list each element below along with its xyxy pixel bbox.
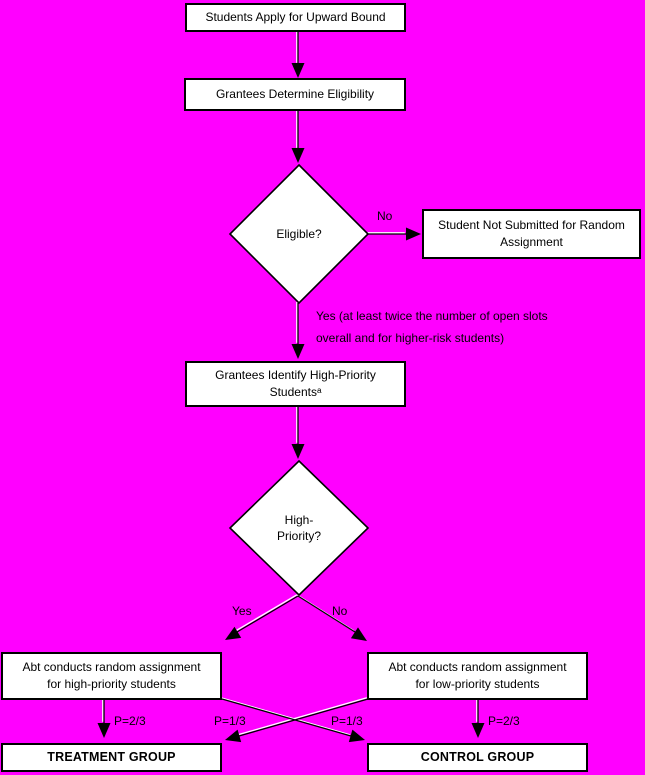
edge-label-p-low-to-control: P=2/3: [488, 714, 520, 728]
connector-highpriority-yes: [236, 595, 299, 633]
edge-label-p-high-to-treatment: P=2/3: [114, 714, 146, 728]
node-abt-high-priority: Abt conducts random assignment for high-…: [1, 652, 222, 700]
node-treatment-group-label: TREATMENT GROUP: [47, 750, 176, 764]
node-abt-high-priority-line2: for high-priority students: [47, 677, 176, 691]
node-identify-high-priority: Grantees Identify High-Priority Students…: [185, 361, 406, 407]
arrowhead: [291, 148, 305, 163]
node-treatment-group: TREATMENT GROUP: [1, 743, 222, 772]
arrowhead: [406, 227, 421, 241]
node-not-submitted-line2: Assignment: [500, 235, 563, 249]
decision-high-priority-line2: Priority?: [276, 529, 321, 543]
edge-label-eligible-no: No: [377, 209, 393, 223]
node-abt-low-priority-line1: Abt conducts random assignment: [388, 660, 567, 674]
arrowhead: [348, 729, 365, 743]
decision-eligible-shape: [228, 163, 370, 305]
node-students-apply: Students Apply for Upward Bound: [185, 3, 406, 32]
node-not-submitted: Student Not Submitted for Random Assignm…: [422, 209, 641, 259]
node-identify-high-priority-line1: Grantees Identify High-Priority: [215, 368, 376, 382]
edge-label-high-priority-yes: Yes: [232, 604, 252, 618]
node-control-group-label: CONTROL GROUP: [420, 750, 535, 764]
node-identify-high-priority-line2: Studentsᵃ: [269, 385, 322, 399]
arrowhead: [291, 63, 305, 78]
edge-label-eligible-yes-line1: Yes (at least twice the number of open s…: [316, 309, 548, 323]
edge-label-p-high-to-control: P=1/3: [331, 714, 363, 728]
arrowhead: [225, 626, 242, 640]
arrowhead: [291, 344, 305, 359]
node-control-group: CONTROL GROUP: [367, 743, 588, 772]
arrowhead: [471, 723, 485, 738]
connector-highpriority-no: [297, 595, 356, 633]
edge-label-high-priority-no: No: [332, 604, 348, 618]
arrowhead: [225, 729, 242, 743]
edge-label-p-low-to-treatment: P=1/3: [214, 714, 246, 728]
decision-high-priority-shape: [228, 459, 370, 597]
node-students-apply-label: Students Apply for Upward Bound: [205, 10, 386, 24]
edge-label-eligible-yes-line2: overall and for higher-risk students): [316, 331, 505, 345]
node-determine-eligibility-label: Grantees Determine Eligibility: [215, 87, 375, 101]
decision-high-priority-line1: High-: [284, 513, 314, 527]
arrowheads: [97, 63, 485, 743]
node-determine-eligibility: Grantees Determine Eligibility: [184, 78, 406, 111]
arrowhead: [291, 444, 305, 459]
edge-label-eligible-yes: Yes (at least twice the number of open s…: [316, 305, 548, 349]
decision-high-priority-label: High- Priority?: [259, 512, 339, 544]
decision-diamonds: [228, 163, 370, 597]
arrowhead: [350, 627, 367, 641]
arrowhead: [97, 723, 111, 738]
connector-low-to-treatment: [238, 698, 369, 737]
node-abt-low-priority: Abt conducts random assignment for low-p…: [367, 652, 588, 700]
node-not-submitted-line1: Student Not Submitted for Random: [438, 218, 625, 232]
node-abt-high-priority-line1: Abt conducts random assignment: [22, 660, 201, 674]
connectors: [103, 32, 479, 737]
connector-high-to-control: [221, 698, 352, 737]
node-abt-low-priority-line2: for low-priority students: [415, 677, 540, 691]
decision-eligible-label: Eligible?: [276, 227, 322, 241]
